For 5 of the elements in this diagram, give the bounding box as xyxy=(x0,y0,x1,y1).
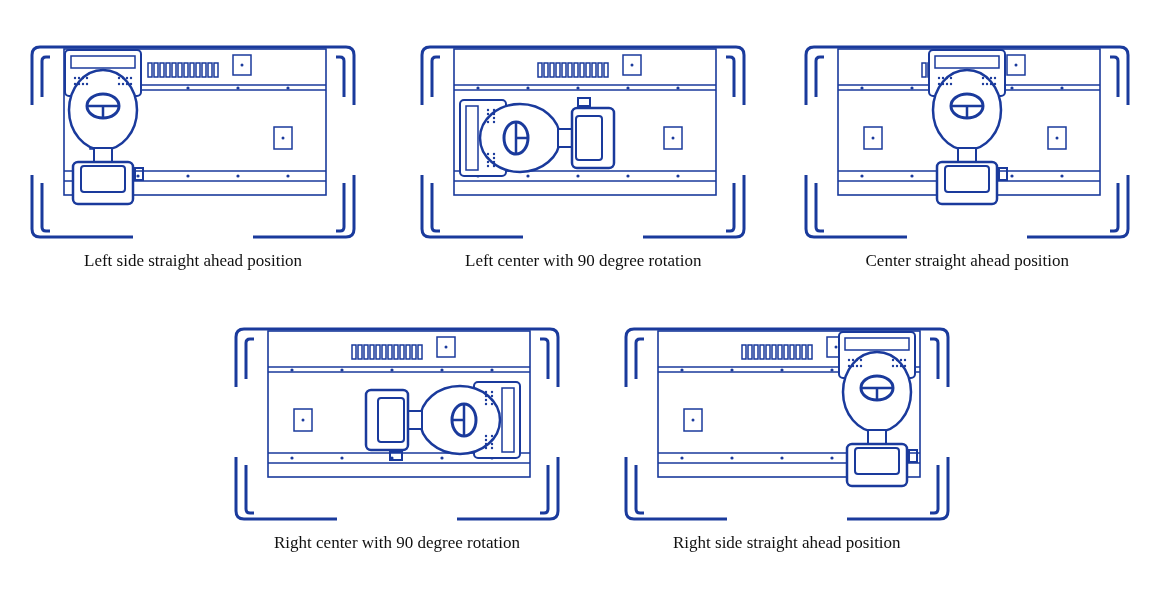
caption: Right center with 90 degree rotation xyxy=(274,533,520,553)
caption: Left side straight ahead position xyxy=(84,251,303,271)
caption: Left center with 90 degree rotation xyxy=(465,251,702,271)
caption: Right side straight ahead position xyxy=(673,533,901,553)
caption: Center straight ahead position xyxy=(865,251,1069,271)
